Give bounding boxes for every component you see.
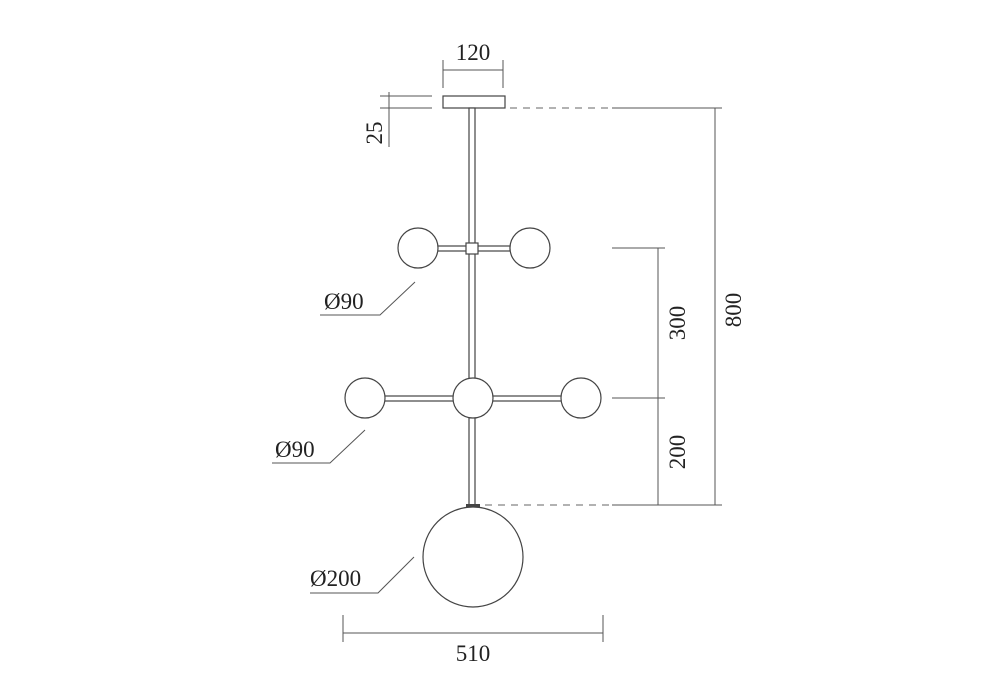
tier-spacing-dimension: 300 200 xyxy=(657,248,690,505)
canopy-height-dimension: 25 xyxy=(362,92,432,147)
upper-globe-leader: Ø90 xyxy=(320,281,416,316)
canopy-width-dimension: 120 xyxy=(442,40,504,88)
middle-globe-diameter: Ø90 xyxy=(275,437,315,462)
upper-left-globe xyxy=(397,227,439,269)
large-globe xyxy=(422,506,524,608)
upper-right-globe xyxy=(509,227,551,269)
ceiling-canopy xyxy=(442,95,506,109)
upper-connector xyxy=(465,242,479,255)
total-height-label: 800 xyxy=(721,293,746,328)
stem-rod xyxy=(468,107,476,506)
middle-center-globe xyxy=(452,377,494,419)
large-globe-diameter: Ø200 xyxy=(310,566,361,591)
upper-spacing-label: 300 xyxy=(665,306,690,341)
canopy-height-label: 25 xyxy=(362,122,387,145)
total-height-dimension: 800 xyxy=(714,108,746,505)
lamp-body xyxy=(344,95,602,608)
canopy-width-label: 120 xyxy=(456,40,491,65)
middle-globe-leader: Ø90 xyxy=(272,429,366,464)
bottom-cap xyxy=(466,504,480,507)
middle-right-globe xyxy=(560,377,602,419)
lower-spacing-label: 200 xyxy=(665,435,690,470)
total-width-dimension: 510 xyxy=(342,615,604,666)
total-width-label: 510 xyxy=(456,641,491,666)
upper-globe-diameter: Ø90 xyxy=(324,289,364,314)
large-globe-leader: Ø200 xyxy=(310,556,415,594)
middle-left-globe xyxy=(344,377,386,419)
